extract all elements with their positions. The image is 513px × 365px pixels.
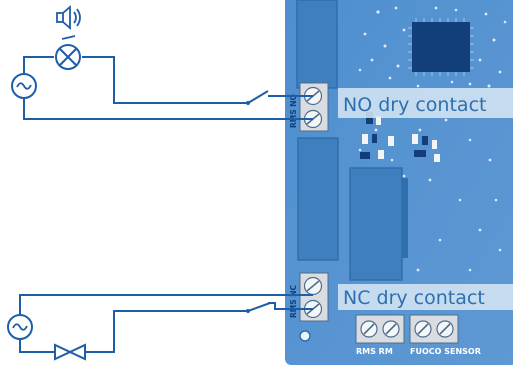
no-circuit-wires: [23, 56, 313, 120]
microcontroller-chip: [408, 18, 474, 76]
relay-middle: [297, 137, 339, 261]
relay-bottom: [349, 167, 408, 281]
nc-switch-icon: [246, 302, 271, 313]
nc-terminal-label: RMS NC: [289, 284, 298, 318]
no-switch-icon: [246, 90, 269, 105]
pcb-vias: [358, 6, 507, 272]
ac-source-icon: [7, 314, 33, 340]
valve-icon: [54, 343, 86, 361]
no-terminal-block: [299, 82, 329, 132]
lamp-connector: [61, 35, 76, 40]
speaker-icon: [56, 5, 81, 30]
ac-source-icon: [11, 73, 37, 99]
rms-rm-terminal-label: RMS RM: [356, 347, 393, 356]
mounting-hole: [299, 330, 311, 342]
nc-circuit-wires: [19, 294, 313, 353]
lamp-icon: [55, 44, 81, 70]
nc-contact-label: NC dry contact: [343, 287, 485, 309]
rms-rm-terminal-block: [355, 314, 405, 344]
fuoco-sensor-terminal-label: FUOCO SENSOR: [410, 347, 481, 356]
nc-terminal-block: [299, 272, 329, 322]
relay-top: [296, 0, 338, 89]
no-contact-band: [338, 88, 513, 118]
no-terminal-label: RMS NO: [289, 94, 298, 128]
nc-contact-band: [338, 284, 513, 310]
fuoco-sensor-terminal-block: [409, 314, 459, 344]
no-contact-label: NO dry contact: [343, 94, 486, 116]
